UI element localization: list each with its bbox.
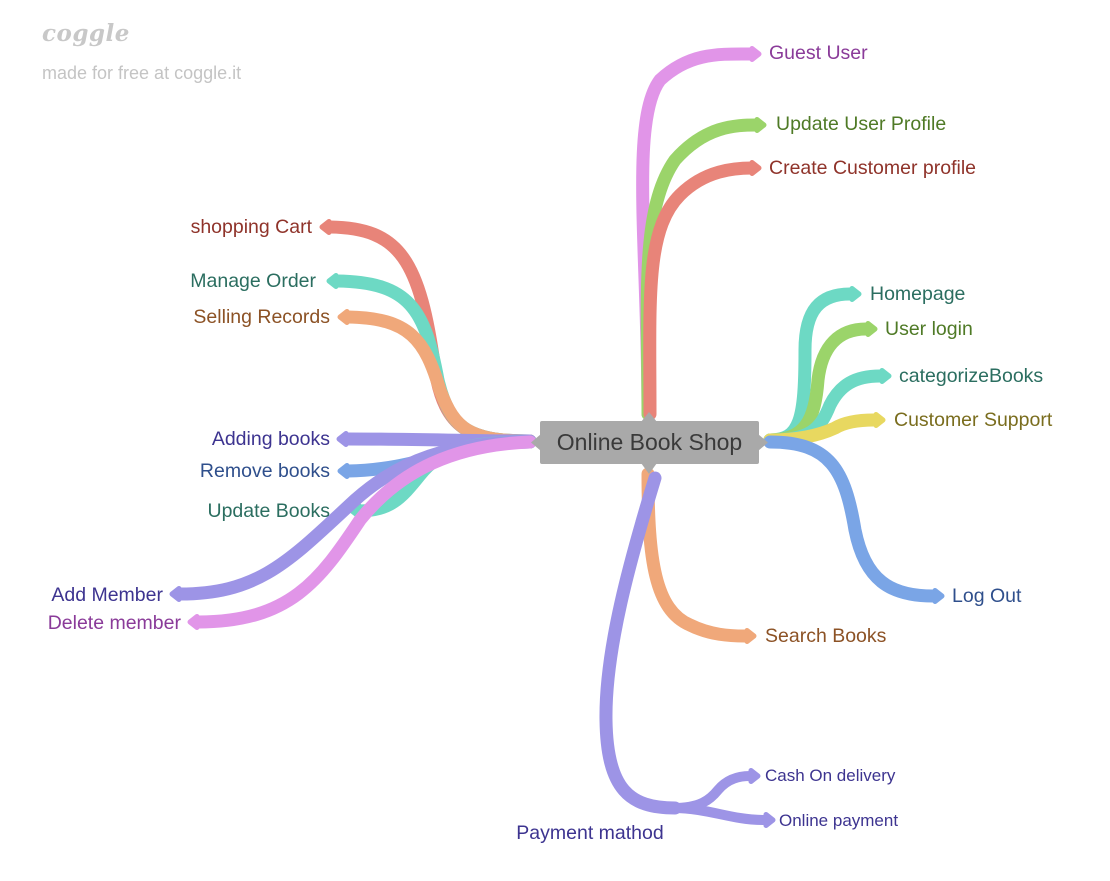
center-node-arrow-left [531, 434, 541, 451]
user-login-label[interactable]: User login [885, 318, 973, 340]
selling-records-line-tip [337, 309, 350, 325]
coggle-logo: coggle [42, 20, 130, 47]
customer-support-line-tip [873, 412, 886, 428]
delete-member-line [191, 435, 537, 629]
coggle-tagline: made for free at coggle.it [42, 63, 242, 83]
manage-order-label[interactable]: Manage Order [190, 270, 316, 292]
guest-user-label[interactable]: Guest User [769, 42, 868, 64]
add-member-label[interactable]: Add Member [51, 584, 163, 606]
delete-member-label[interactable]: Delete member [48, 612, 182, 634]
remove-books-line-tip [337, 463, 350, 479]
delete-member-line-tip [187, 614, 200, 630]
payment-method-line [599, 471, 682, 815]
selling-records-label[interactable]: Selling Records [193, 306, 330, 328]
online-payment-label[interactable]: Online payment [779, 811, 898, 830]
log-out-label[interactable]: Log Out [952, 585, 1022, 607]
adding-books-line-tip [336, 431, 349, 447]
search-books-line [641, 467, 752, 643]
center-node-box [540, 421, 759, 464]
adding-books-label[interactable]: Adding books [212, 428, 330, 450]
categorize-books-label[interactable]: categorizeBooks [899, 365, 1043, 387]
cash-on-delivery-label[interactable]: Cash On delivery [765, 766, 896, 785]
search-books-label[interactable]: Search Books [765, 625, 887, 647]
categorize-books-line-tip [879, 368, 892, 384]
homepage-line-tip [849, 286, 862, 302]
cash-on-delivery-line [668, 771, 755, 813]
center-node-arrow-right [758, 434, 768, 451]
online-payment-line [668, 803, 770, 825]
guest-user-line-tip [749, 46, 762, 62]
homepage-label[interactable]: Homepage [870, 283, 965, 305]
update-books-label[interactable]: Update Books [208, 500, 331, 522]
cash-on-delivery-line-tip [748, 768, 761, 784]
shopping-cart-line-tip [319, 219, 332, 235]
remove-books-label[interactable]: Remove books [200, 460, 330, 482]
create-customer-profile-line [643, 161, 759, 421]
selling-records-line [341, 310, 537, 448]
payment-method-label[interactable]: Payment mathod [516, 822, 663, 844]
user-login-line-tip [865, 321, 878, 337]
branch-lines [169, 46, 945, 828]
log-out-line-tip [932, 588, 945, 604]
shopping-cart-label[interactable]: shopping Cart [191, 216, 313, 238]
center-node[interactable]: Online Book Shop [531, 412, 768, 474]
customer-support-label[interactable]: Customer Support [894, 409, 1053, 431]
update-user-profile-label[interactable]: Update User Profile [776, 113, 946, 135]
manage-order-line-tip [326, 273, 339, 289]
center-node-arrow-top [641, 412, 657, 422]
create-customer-profile-label[interactable]: Create Customer profile [769, 157, 976, 179]
center-node-arrow-bottom [641, 463, 657, 474]
add-member-line-tip [169, 586, 182, 602]
log-out-line [763, 435, 940, 603]
center-node-label: Online Book Shop [557, 429, 742, 455]
search-books-line-tip [744, 628, 757, 644]
create-customer-profile-line-tip [749, 160, 762, 176]
online-payment-line-tip [763, 812, 776, 828]
update-user-profile-line-tip [754, 117, 767, 133]
